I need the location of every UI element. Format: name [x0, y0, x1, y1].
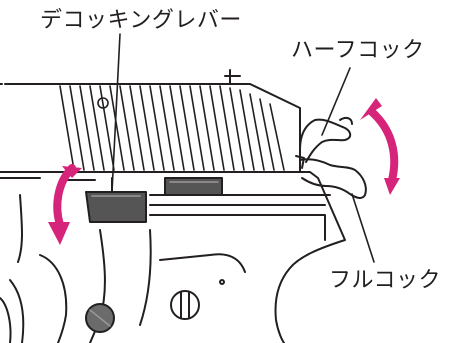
half-cock-label: ハーフコック: [291, 38, 425, 63]
frame: [0, 171, 346, 343]
rotation-arrows: [48, 98, 400, 245]
hammer-full-cock: [295, 155, 367, 199]
decocking-lever-label: デコッキングレバー: [40, 8, 242, 33]
leader-lines: [111, 33, 375, 263]
decocking-lever: [85, 177, 147, 223]
grip-screw: [85, 303, 115, 333]
decocker-arrow: [48, 164, 82, 245]
hammer-half-cock: [299, 116, 353, 163]
full-cock-label: フルコック: [329, 268, 442, 293]
slide-stop: [164, 177, 223, 196]
slide-serrations: [59, 85, 285, 171]
hammer-arrow: [360, 98, 400, 195]
